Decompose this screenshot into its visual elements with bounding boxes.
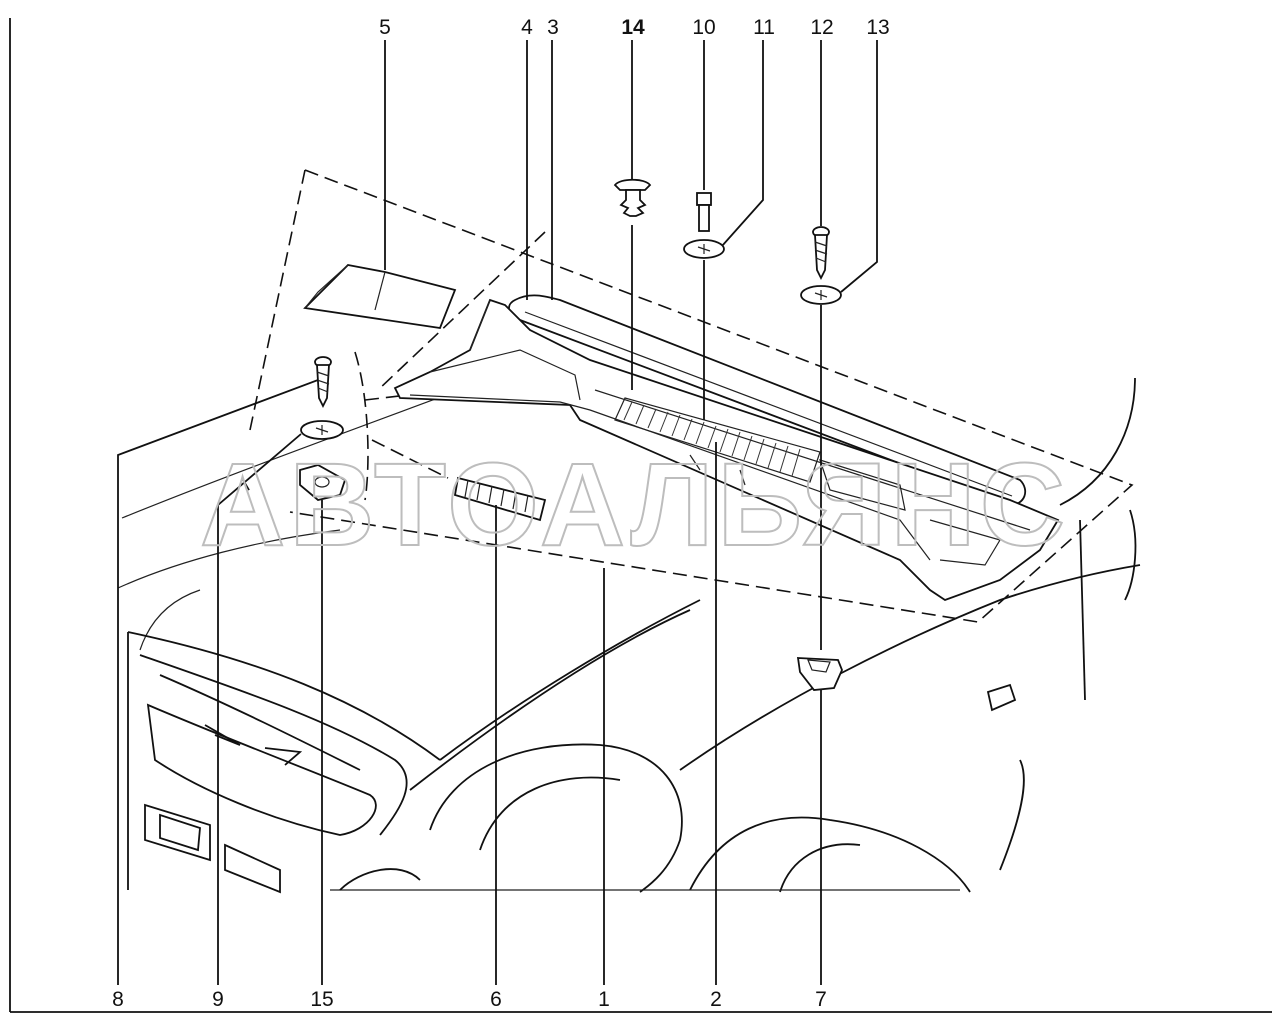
part-1-cowl-panel [393, 298, 1060, 602]
part-11-washer [683, 239, 725, 259]
callout-3: 3 [547, 16, 559, 39]
callout-14: 14 [621, 16, 645, 39]
part-14-push-clip [613, 178, 652, 217]
callout-13: 13 [866, 16, 889, 39]
callout-10: 10 [692, 16, 715, 39]
callout-7: 7 [815, 988, 827, 1011]
part-13-washer [800, 285, 842, 305]
part-6-seal-strip [453, 476, 547, 522]
watermark-text: АВТОАЛЬЯНС [200, 439, 1069, 571]
bottom-callout-labels: 8 9 15 6 1 2 7 [112, 988, 827, 1011]
bottom-leader-lines [117, 379, 822, 985]
callout-12: 12 [810, 16, 833, 39]
part-12-screw [812, 226, 830, 281]
part-7-clip-nut [796, 657, 843, 691]
part-9-washer [300, 420, 344, 440]
callout-5: 5 [379, 16, 391, 39]
callout-15: 15 [310, 988, 333, 1011]
part-10-bolt [696, 192, 712, 232]
callout-4: 4 [521, 16, 533, 39]
part-15-bracket-clip [299, 464, 347, 501]
part-8-screw [314, 356, 332, 409]
callout-11: 11 [753, 16, 775, 39]
car-body-outline [117, 359, 1141, 894]
callout-6: 6 [490, 988, 502, 1011]
top-leader-lines [384, 40, 878, 650]
callout-2: 2 [710, 988, 722, 1011]
cowl-vent-grille [614, 397, 821, 483]
callout-9: 9 [212, 988, 224, 1011]
part-5-end-cover [303, 264, 457, 329]
callout-8: 8 [112, 988, 124, 1011]
callout-1: 1 [598, 988, 610, 1011]
top-callout-labels: 5 4 3 14 10 11 12 13 [379, 16, 890, 39]
